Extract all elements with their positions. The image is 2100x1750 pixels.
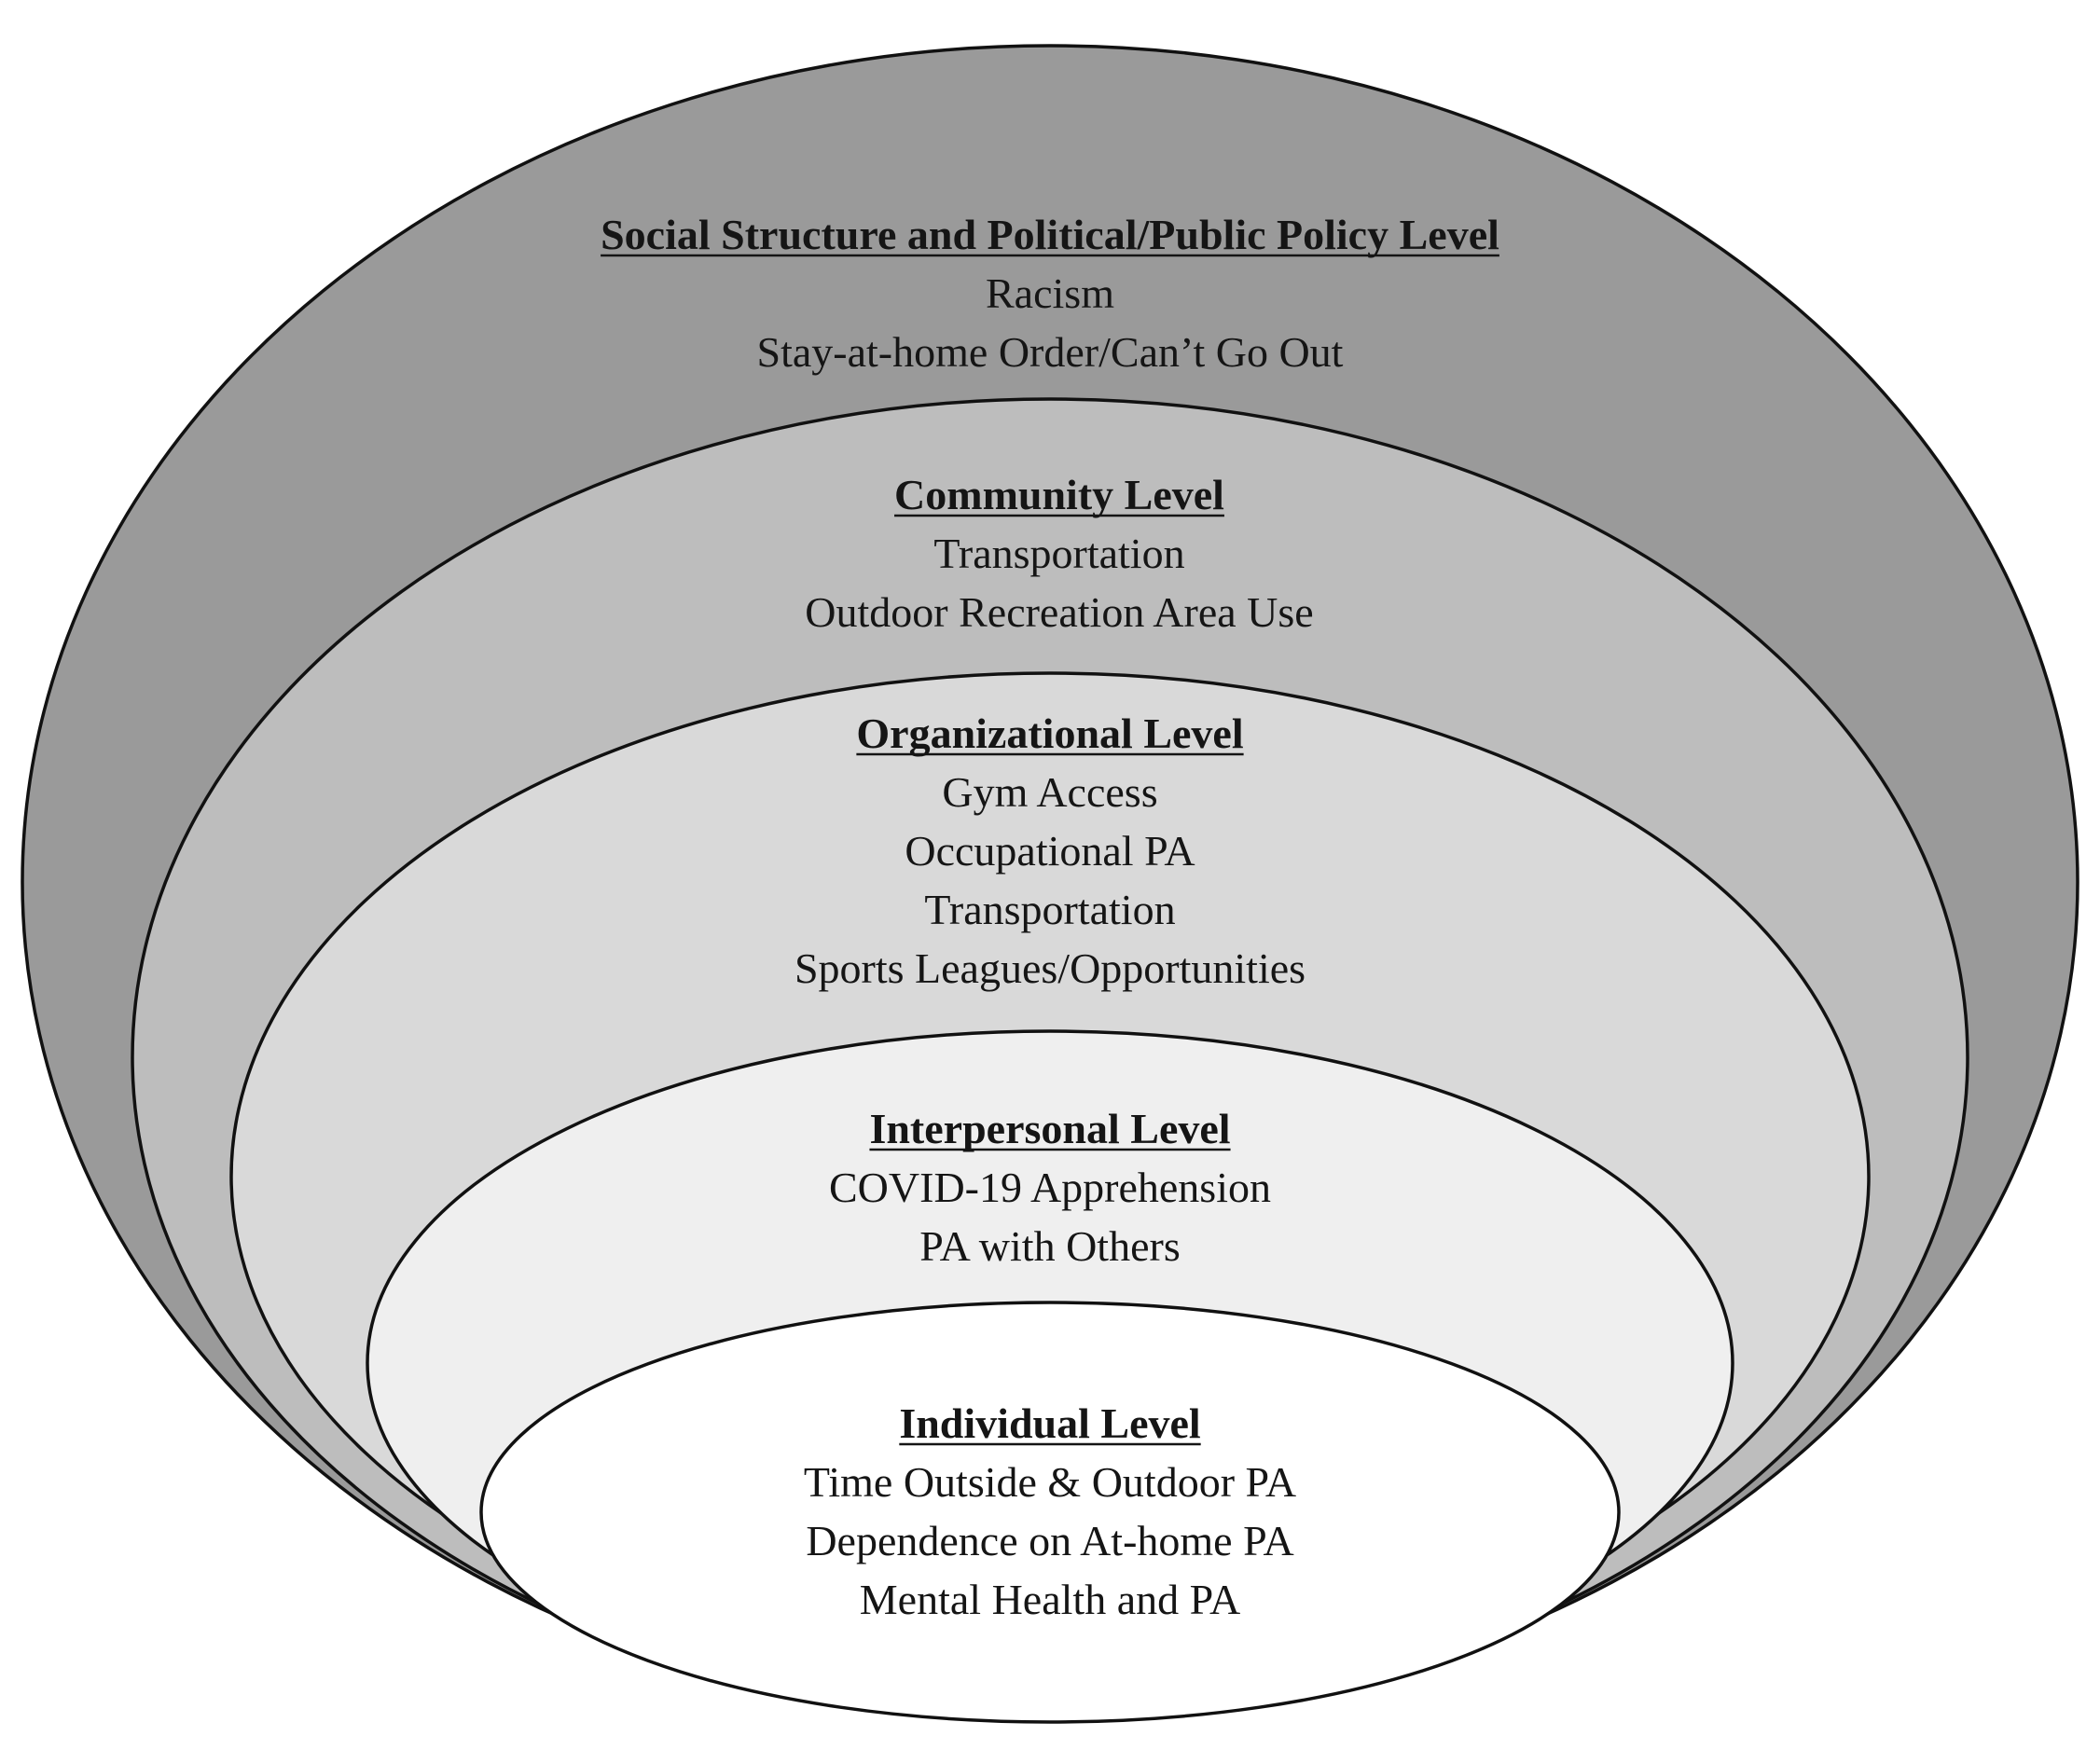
individual-item-time-outside: Time Outside & Outdoor PA xyxy=(804,1458,1296,1506)
social-structure-text: Social Structure and Political/Public Po… xyxy=(601,211,1499,376)
individual-item-mental-health: Mental Health and PA xyxy=(860,1576,1240,1623)
interpersonal-item-pa-with-others: PA with Others xyxy=(919,1222,1180,1270)
community-title: Community Level xyxy=(894,471,1224,518)
organizational-item-gym-access: Gym Access xyxy=(942,768,1157,816)
individual-ellipse xyxy=(479,1301,1621,1724)
organizational-text: Organizational Level Gym Access Occupati… xyxy=(794,710,1306,992)
community-item-outdoor-recreation: Outdoor Recreation Area Use xyxy=(805,588,1313,636)
interpersonal-title: Interpersonal Level xyxy=(869,1105,1230,1152)
community-item-transportation: Transportation xyxy=(933,530,1184,577)
individual-level xyxy=(479,1301,1621,1724)
organizational-item-transportation: Transportation xyxy=(924,886,1175,933)
interpersonal-item-covid-apprehension: COVID-19 Apprehension xyxy=(829,1164,1271,1211)
interpersonal-text: Interpersonal Level COVID-19 Apprehensio… xyxy=(829,1105,1271,1270)
individual-title: Individual Level xyxy=(899,1399,1200,1447)
organizational-title: Organizational Level xyxy=(856,710,1243,757)
individual-text: Individual Level Time Outside & Outdoor … xyxy=(804,1399,1296,1623)
social-structure-item-racism: Racism xyxy=(986,269,1114,317)
individual-item-at-home-pa: Dependence on At-home PA xyxy=(806,1517,1293,1564)
social-structure-title: Social Structure and Political/Public Po… xyxy=(601,211,1499,258)
community-text: Community Level Transportation Outdoor R… xyxy=(805,471,1313,636)
organizational-item-occupational-pa: Occupational PA xyxy=(905,827,1195,875)
title-underlines xyxy=(601,254,1499,1446)
organizational-item-sports-leagues: Sports Leagues/Opportunities xyxy=(794,944,1306,992)
social-structure-item-stay-at-home: Stay-at-home Order/Can’t Go Out xyxy=(757,328,1344,376)
